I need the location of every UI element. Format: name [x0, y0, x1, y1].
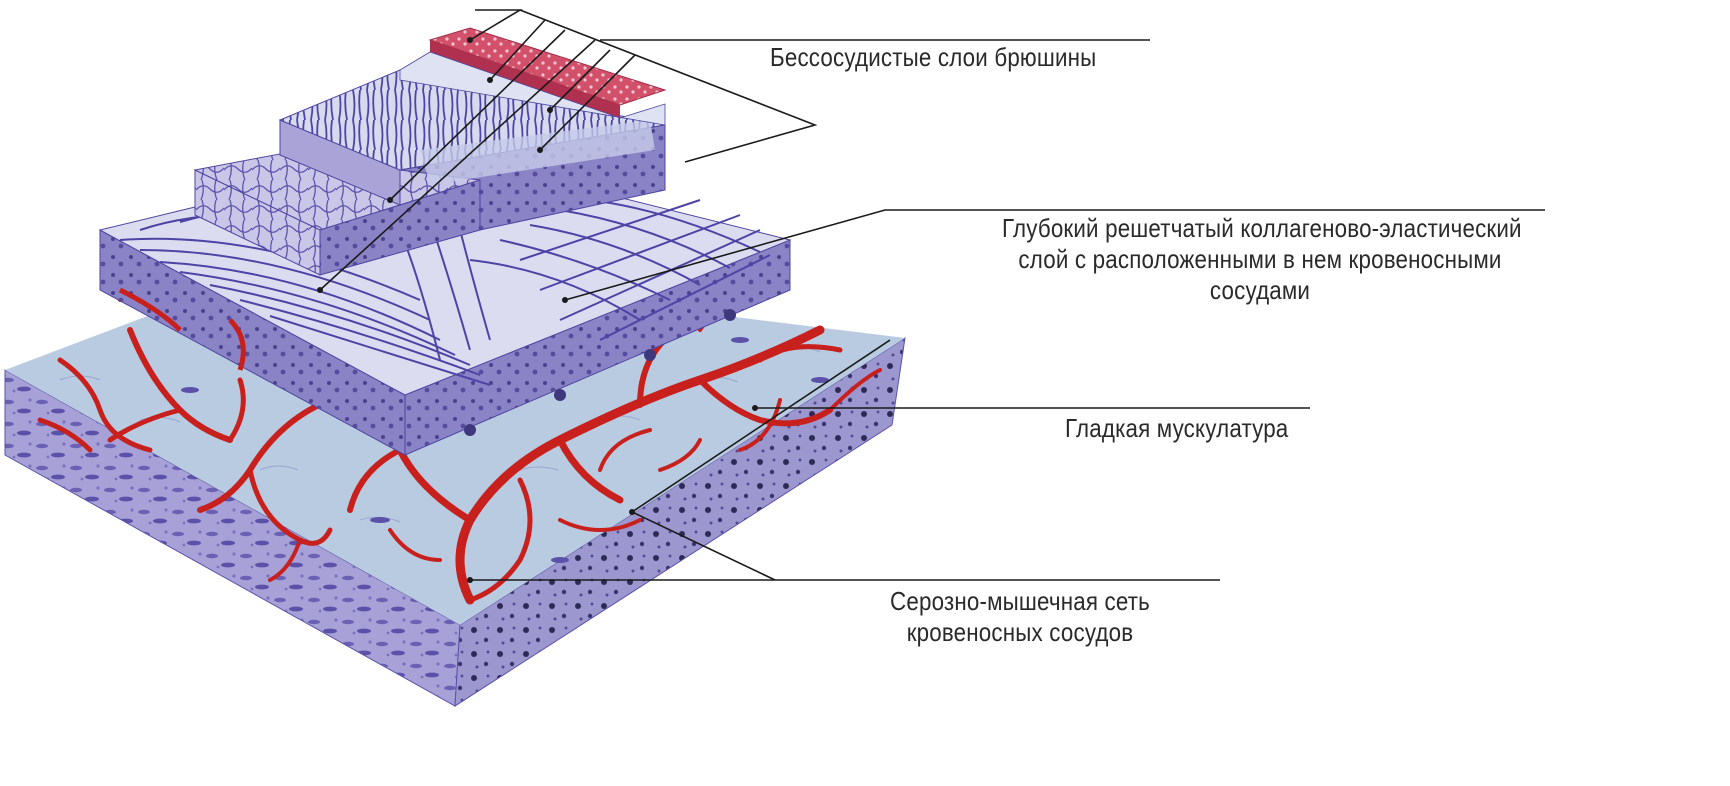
- label-avascular-layers: Бессосудистые слои брюшины: [770, 42, 1096, 73]
- label-deep-lattice-line-1: Глубокий решетчатый коллагеново-эластиче…: [1002, 213, 1518, 244]
- label-deep-lattice-line-3: сосудами: [1002, 275, 1518, 306]
- label-serous-muscular-network: Серозно-мышечная сеть кровеносных сосудо…: [865, 586, 1175, 648]
- label-serous-line-2: кровеносных сосудов: [865, 617, 1175, 648]
- label-deep-lattice-line-2: слой с расположенными в нем кровеносными: [1002, 244, 1518, 275]
- label-smooth-muscle: Гладкая мускулатура: [1065, 413, 1288, 444]
- label-serous-line-1: Серозно-мышечная сеть: [865, 586, 1175, 617]
- label-deep-lattice-layer: Глубокий решетчатый коллагеново-эластиче…: [1002, 213, 1518, 306]
